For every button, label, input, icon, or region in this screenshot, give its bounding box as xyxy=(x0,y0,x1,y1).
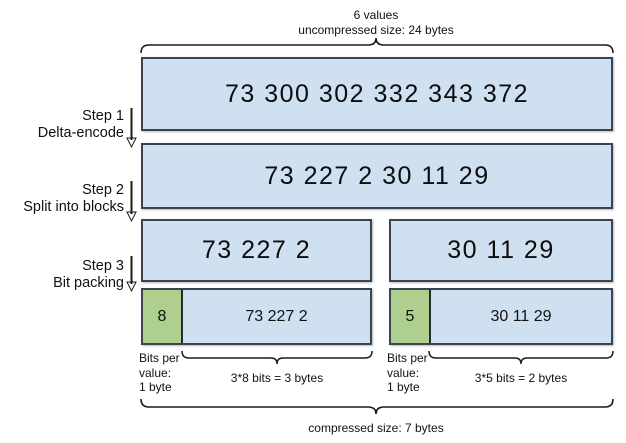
row-block-left-box: 73 227 2 xyxy=(141,219,372,282)
payload-right-annotation: 3*5 bits = 2 bytes xyxy=(474,371,568,385)
compressed-total-brace xyxy=(140,398,614,415)
uncompressed-caption-line1: 6 values xyxy=(353,8,399,22)
payload-left-annotation: 3*8 bits = 3 bytes xyxy=(230,371,324,385)
row-delta-values-box: 73 227 2 30 11 29 xyxy=(141,143,613,209)
packed-right-values: 30 11 29 xyxy=(490,307,552,325)
row-block-right-values: 30 11 29 xyxy=(447,236,555,264)
packed-left-values-cell: 73 227 2 xyxy=(183,290,370,343)
uncompressed-caption-line2: uncompressed size: 24 bytes xyxy=(298,22,454,37)
step-2-line2: Split into blocks xyxy=(23,199,124,215)
bits-per-value-left-line2: value: xyxy=(139,365,172,380)
top-brace xyxy=(140,37,614,54)
row-packed-right-box: 5 30 11 29 xyxy=(389,288,613,345)
row-packed-left-box: 8 73 227 2 xyxy=(141,288,372,345)
arrow-step-3-head xyxy=(126,281,137,293)
packed-left-bits-value: 8 xyxy=(157,307,167,325)
packed-right-bits-value: 5 xyxy=(405,307,415,325)
step-3-line1: Step 3 xyxy=(82,258,124,274)
row-block-left-values: 73 227 2 xyxy=(201,236,312,264)
bits-per-value-right-line1: Bits per xyxy=(387,351,428,365)
step-2-label: Step 2 Split into blocks xyxy=(0,182,124,216)
row-block-right-box: 30 11 29 xyxy=(389,219,613,282)
payload-left-brace xyxy=(181,350,373,365)
arrow-step-2-head xyxy=(126,211,137,223)
packed-right-values-cell: 30 11 29 xyxy=(431,290,611,343)
bits-per-value-left-annotation: Bits per value: 1 byte xyxy=(139,351,187,395)
step-2-line1: Step 2 xyxy=(82,182,124,198)
packed-right-bits-cell: 5 xyxy=(391,290,431,343)
step-1-label: Step 1 Delta-encode xyxy=(0,108,124,142)
arrow-step-1-head xyxy=(126,137,137,149)
uncompressed-caption: 6 values uncompressed size: 24 bytes xyxy=(236,8,516,37)
payload-right-brace xyxy=(428,350,614,365)
step-3-line2: Bit packing xyxy=(53,275,124,291)
packed-left-bits-cell: 8 xyxy=(143,290,183,343)
row-delta-values: 73 227 2 30 11 29 xyxy=(264,161,490,190)
bits-per-value-right-annotation: Bits per value: 1 byte xyxy=(387,351,435,395)
step-3-label: Step 3 Bit packing xyxy=(0,258,124,292)
row-original-values: 73 300 302 332 343 372 xyxy=(224,79,530,108)
packed-left-values: 73 227 2 xyxy=(245,307,308,325)
row-original-values-box: 73 300 302 332 343 372 xyxy=(141,57,613,131)
bits-per-value-right-line2: value: xyxy=(387,365,420,380)
step-1-line2: Delta-encode xyxy=(37,125,124,141)
step-1-line1: Step 1 xyxy=(82,108,124,124)
compressed-caption: compressed size: 7 bytes xyxy=(308,421,444,435)
bits-per-value-right-line3: 1 byte xyxy=(387,380,420,394)
bits-per-value-left-line3: 1 byte xyxy=(139,380,172,394)
bits-per-value-left-line1: Bits per xyxy=(139,351,180,365)
